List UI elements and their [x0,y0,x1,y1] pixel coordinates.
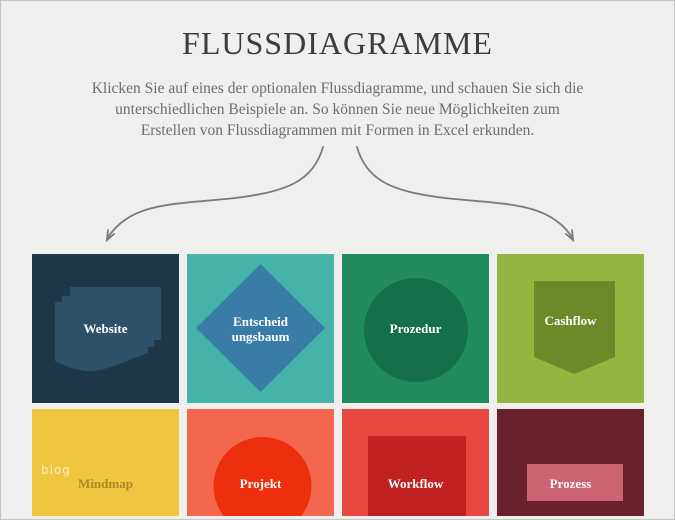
tile-cashflow[interactable]: Cashflow [497,254,644,403]
tile-workflow[interactable]: Workflow [342,409,489,516]
tile-label: Prozess [549,476,592,491]
intro-line-2: unterschiedlichen Beispiele an. So könne… [115,101,560,118]
intro-text: Klicken Sie auf eines der optionalen Flu… [1,78,674,141]
tile-label: Entscheid ungsbaum [231,313,290,344]
flowchart-tile-grid: Website Entscheid ungsbaum Prozedur Cash… [32,254,644,516]
page-title: FLUSSDIAGRAMME [182,25,493,61]
tile-projekt[interactable]: Projekt [187,409,334,516]
tile-mindmap[interactable]: blog Mindmap [32,409,179,516]
tile-prozedur[interactable]: Prozedur [342,254,489,403]
tile-label: Workflow [387,476,444,491]
tile-prozess[interactable]: Prozess [497,409,644,516]
tile-label: Cashflow [544,313,597,328]
circle-icon [364,278,468,382]
right-curve-arrow [356,146,575,243]
circle-icon [213,437,312,516]
mindmap-blog-node-label: blog [41,463,71,477]
tile-label: Projekt [239,476,282,491]
square-icon [368,436,466,516]
tile-entscheidungsbaum[interactable]: Entscheid ungsbaum [187,254,334,403]
split-curve-arrows [105,146,575,243]
tile-label: Mindmap [78,476,133,491]
intro-line-1: Klicken Sie auf eines der optionalen Flu… [91,80,584,97]
tile-website[interactable]: Website [32,254,179,403]
multi-document-icon [55,287,161,372]
decision-diamond-icon [196,264,325,392]
tile-label: Website [83,321,128,336]
intro-line-3: Erstellen von Flussdiagrammen mit Formen… [140,122,535,139]
rectangle-icon [527,464,623,501]
tile-label: Prozedur [389,321,442,336]
left-curve-arrow [105,146,324,243]
banner-pennant-icon [534,281,615,374]
